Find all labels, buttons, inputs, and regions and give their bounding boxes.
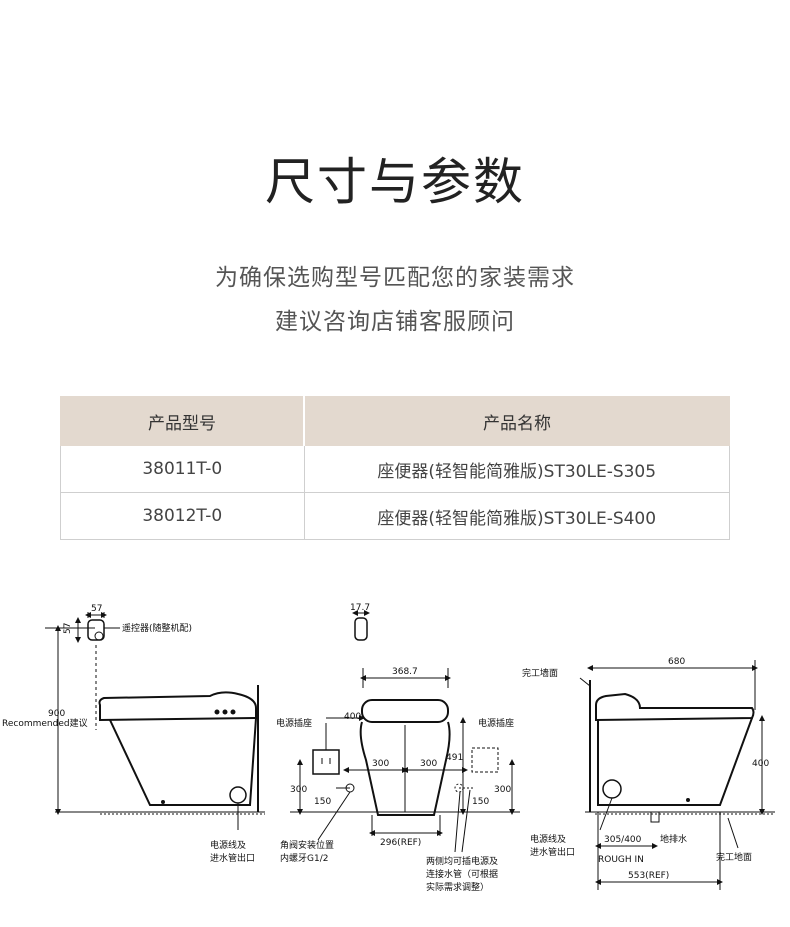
cell-model: 38012T-0 — [60, 492, 305, 540]
height-900: 900 — [48, 709, 65, 719]
side-view — [45, 612, 265, 830]
rear-height: 400 — [752, 759, 769, 769]
page-title: 尺寸与参数 — [265, 153, 525, 211]
valve-label-1: 角阀安装位置 — [280, 839, 334, 851]
rear-cable-label-1: 电源线及 — [530, 833, 566, 845]
rear-cable-label-2: 进水管出口 — [530, 846, 575, 858]
table-row: 38012T-0 座便器(轻智能简雅版)ST30LE-S400 — [60, 492, 730, 540]
front-view — [290, 610, 520, 853]
front-width: 368.7 — [392, 667, 418, 677]
dim-491: 491 — [446, 753, 463, 763]
dim-300-left: 300 — [372, 759, 389, 769]
dim-17-7: 17.7 — [350, 603, 370, 613]
subtitle-line-2: 建议咨询店铺客服顾问 — [275, 309, 515, 335]
valve-label-2: 内螺牙G1/2 — [280, 852, 328, 864]
rear-base-length: 553(REF) — [628, 871, 669, 881]
subtitle-line-1: 为确保选购型号匹配您的家装需求 — [215, 265, 575, 291]
dim-300-right: 300 — [420, 759, 437, 769]
spec-table: 产品型号 产品名称 38011T-0 座便器(轻智能简雅版)ST30LE-S30… — [60, 396, 730, 540]
socket-right-label: 电源插座 — [478, 717, 514, 729]
dim-remote-height: 57 — [63, 623, 73, 634]
dim-400-front: 400 — [344, 712, 361, 722]
rear-floor-label: 完工地面 — [716, 851, 752, 863]
side-cable-label-2: 进水管出口 — [210, 852, 255, 864]
header-model: 产品型号 — [60, 396, 305, 446]
cell-product-name: 座便器(轻智能简雅版)ST30LE-S305 — [303, 445, 730, 493]
rear-view — [579, 660, 775, 890]
dim-300-vert-left: 300 — [290, 785, 307, 795]
remote-label: 遥控器(随整机配) — [122, 622, 192, 634]
rear-wall-label: 完工墙面 — [522, 667, 558, 679]
dim-150-right: 150 — [472, 797, 489, 807]
note-line-3: 实际需求调整） — [426, 881, 489, 893]
table-row: 38011T-0 座便器(轻智能简雅版)ST30LE-S305 — [60, 445, 730, 493]
cell-model: 38011T-0 — [60, 445, 305, 493]
dimension-drawing: 57 57 遥控器(随整机配) 900 Recommended建议 电源线及 进… — [2, 603, 775, 893]
side-cable-label-1: 电源线及 — [210, 839, 246, 851]
header-product-name: 产品名称 — [303, 396, 730, 446]
rough-in-value: 305/400 — [604, 835, 642, 845]
socket-left-label: 电源插座 — [276, 717, 312, 729]
floor-drain-label: 地排水 — [660, 833, 687, 845]
dim-remote-width: 57 — [91, 604, 102, 614]
base-width: 296(REF) — [380, 838, 421, 848]
rear-length: 680 — [668, 657, 685, 667]
dim-150-left: 150 — [314, 797, 331, 807]
cell-product-name: 座便器(轻智能简雅版)ST30LE-S400 — [303, 492, 730, 540]
note-line-2: 连接水管（可根据 — [426, 868, 498, 880]
table-header-row: 产品型号 产品名称 — [60, 396, 730, 446]
height-note: Recommended建议 — [2, 717, 88, 729]
rough-in-label: ROUGH IN — [598, 855, 644, 865]
note-line-1: 两侧均可插电源及 — [426, 855, 498, 867]
dim-300-vert-right: 300 — [494, 785, 511, 795]
